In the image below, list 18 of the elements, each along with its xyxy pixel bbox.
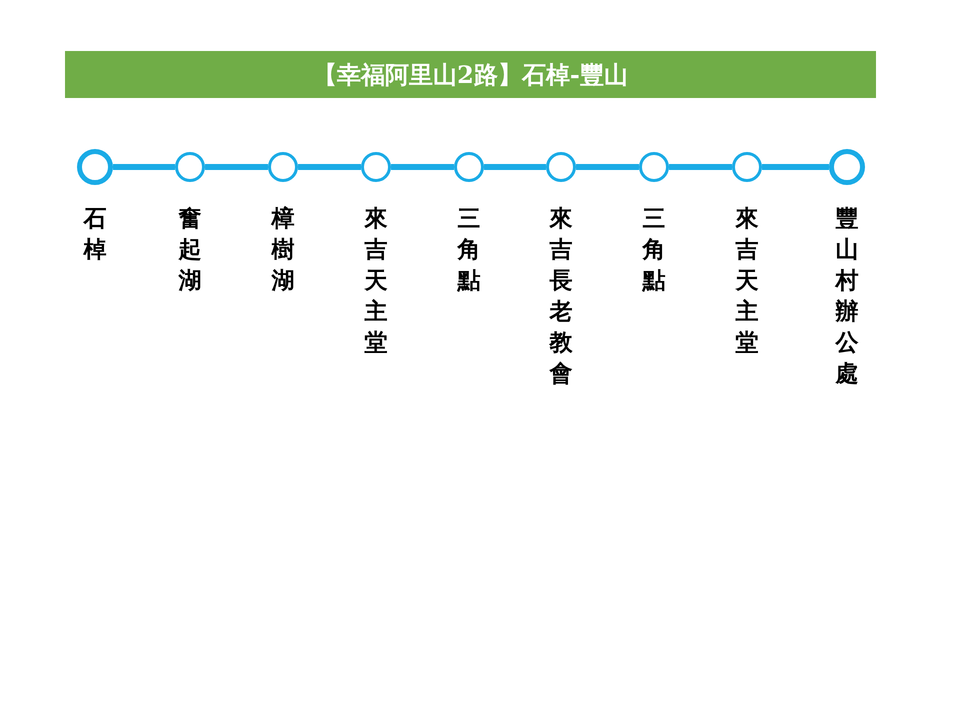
route-line (205, 164, 268, 170)
route-line (391, 164, 454, 170)
route-line (484, 164, 546, 170)
station-name: 豐山村辦公處 (835, 204, 859, 389)
route-line (113, 164, 175, 170)
station-name: 來吉天主堂 (735, 204, 759, 358)
station-name: 奮起湖 (178, 204, 202, 296)
station-name: 樟樹湖 (271, 204, 295, 296)
station-name: 三角點 (457, 204, 481, 296)
route-line (669, 164, 732, 170)
station-name: 來吉長老教會 (549, 204, 573, 389)
station-name: 來吉天主堂 (364, 204, 388, 358)
title-bar: 【幸福阿里山2路】石棹-豐山 (65, 51, 876, 98)
route-line (576, 164, 639, 170)
station-name: 石棹 (83, 204, 107, 265)
route-line (762, 164, 829, 170)
station-name: 三角點 (642, 204, 666, 296)
route-line (298, 164, 361, 170)
